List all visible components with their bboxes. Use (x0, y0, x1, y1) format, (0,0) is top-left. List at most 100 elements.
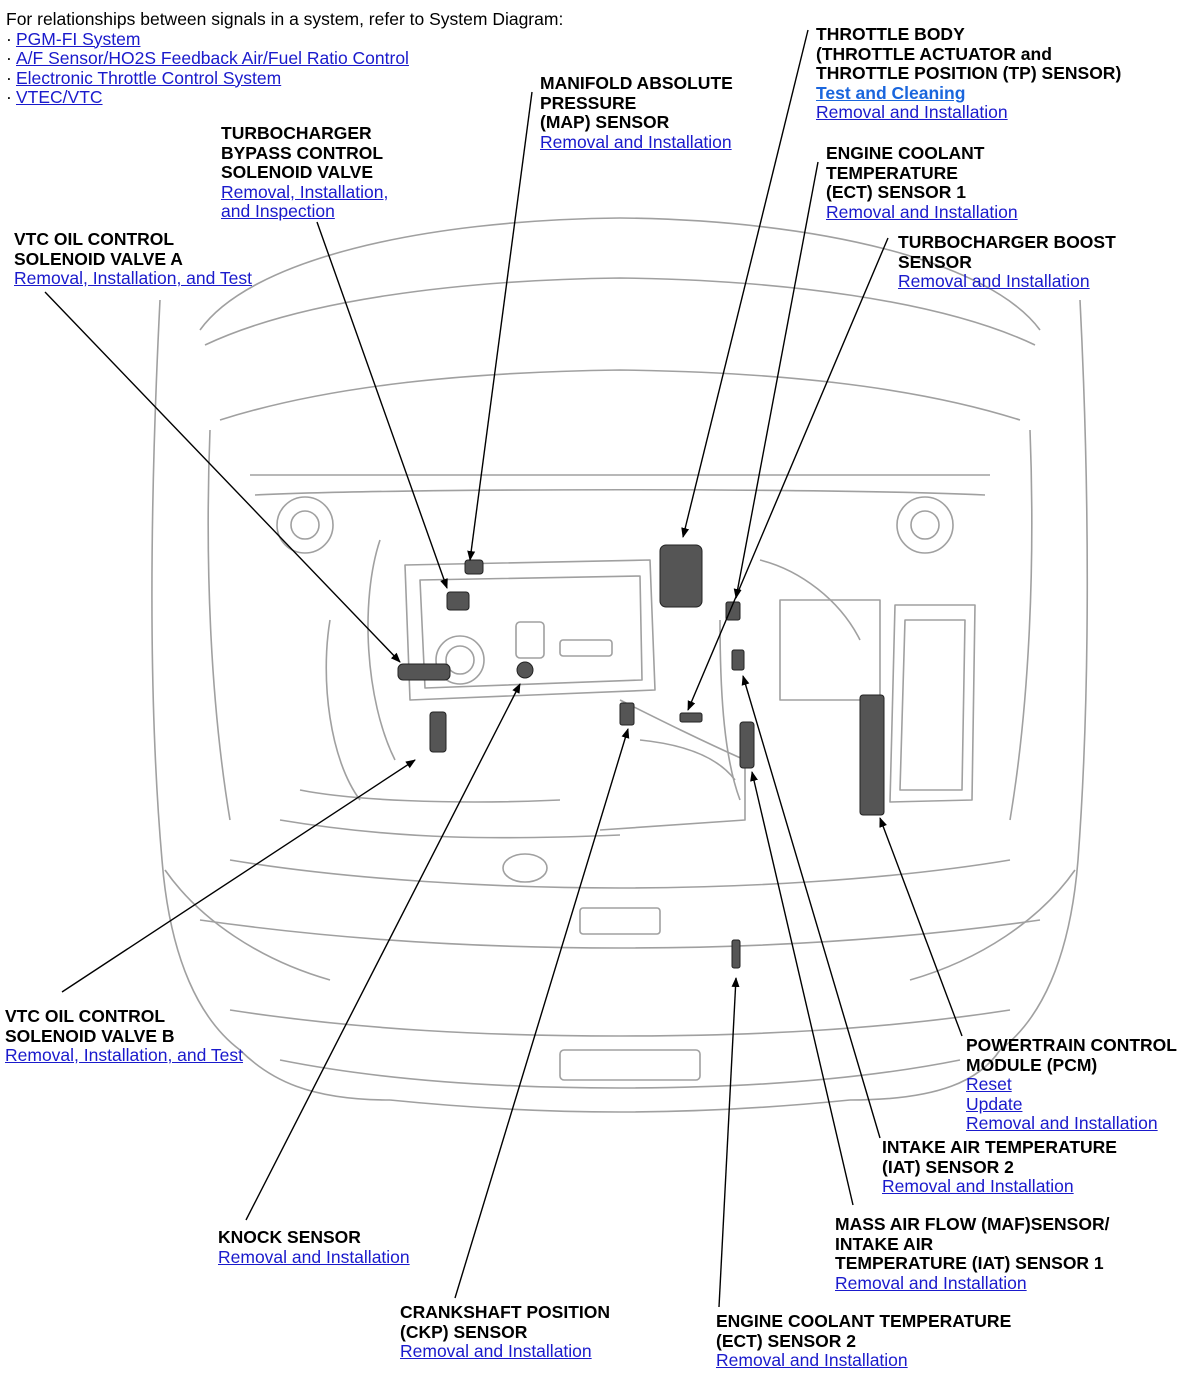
label-ect-sensor-2: ENGINE COOLANT TEMPERATURE (ECT) SENSOR … (716, 1311, 1012, 1371)
leader-vtc-b (61, 759, 416, 993)
label-title: MASS AIR FLOW (MAF)SENSOR/ (835, 1214, 1110, 1234)
label-title: TEMPERATURE (IAT) SENSOR 1 (835, 1253, 1104, 1273)
label-title: TEMPERATURE (826, 162, 958, 183)
ect2-removal-link[interactable]: Removal and Installation (716, 1350, 908, 1370)
ect1-part (725, 601, 741, 621)
label-maf-sensor: MASS AIR FLOW (MAF)SENSOR/ INTAKE AIR TE… (835, 1214, 1110, 1293)
boost-removal-link[interactable]: Removal and Installation (898, 271, 1090, 291)
label-ckp-sensor: CRANKSHAFT POSITION (CKP) SENSOR Removal… (400, 1302, 610, 1362)
leader-bypass (316, 221, 448, 589)
leader-ckp (454, 728, 630, 1299)
knock-sensor-part (516, 661, 534, 679)
label-title: SOLENOID VALVE (221, 162, 374, 182)
label-boost-sensor: TURBOCHARGER BOOST SENSOR Removal and In… (898, 232, 1116, 292)
label-title: SOLENOID VALVE A (14, 248, 183, 269)
label-throttle-body: THROTTLE BODY (THROTTLE ACTUATOR and THR… (816, 24, 1121, 123)
label-title: INTAKE AIR TEMPERATURE (882, 1137, 1117, 1157)
map-removal-link[interactable]: Removal and Installation (540, 131, 732, 152)
leader-map (467, 91, 533, 561)
label-title: TURBOCHARGER BOOST (898, 232, 1116, 252)
bypass-inspection-link[interactable]: and Inspection (221, 201, 335, 221)
bullet: · (6, 87, 12, 107)
label-title: PRESSURE (540, 92, 637, 113)
label-title: (THROTTLE ACTUATOR and (816, 43, 1052, 64)
label-title: ENGINE COOLANT (826, 143, 985, 163)
ckp-part (619, 702, 635, 726)
leader-boost (687, 237, 889, 711)
label-title: TURBOCHARGER (221, 123, 372, 143)
label-title: CRANKSHAFT POSITION (400, 1302, 610, 1322)
link-electronic-throttle[interactable]: Electronic Throttle Control System (16, 67, 282, 88)
leader-knock (245, 683, 521, 1221)
throttle-body-part (659, 544, 703, 608)
label-vtc-valve-a: VTC OIL CONTROL SOLENOID VALVE A Removal… (14, 229, 253, 289)
intro-item-af-sensor: ·A/F Sensor/HO2S Feedback Air/Fuel Ratio… (6, 48, 563, 69)
vtc-a-part (397, 663, 451, 681)
link-pgm-fi-system[interactable]: PGM-FI System (16, 28, 141, 49)
label-title: (IAT) SENSOR 2 (882, 1156, 1014, 1177)
intro-item-vtec: ·VTEC/VTC (6, 87, 563, 108)
pcm-update-link[interactable]: Update (966, 1093, 1023, 1114)
label-title: (ECT) SENSOR 2 (716, 1330, 857, 1351)
intro-text: For relationships between signals in a s… (6, 9, 564, 29)
boost-sensor-part (731, 649, 745, 671)
ect2-part (731, 939, 741, 969)
label-title: MANIFOLD ABSOLUTE (540, 73, 733, 93)
bullet: · (6, 28, 12, 49)
knock-removal-link[interactable]: Removal and Installation (218, 1246, 410, 1267)
label-title: VTC OIL CONTROL (14, 229, 175, 249)
leader-throttle (681, 29, 809, 538)
label-title: THROTTLE BODY (816, 24, 965, 44)
label-title: (CKP) SENSOR (400, 1321, 528, 1342)
label-map-sensor: MANIFOLD ABSOLUTE PRESSURE (MAP) SENSOR … (540, 73, 733, 152)
components (397, 544, 885, 969)
label-bypass-valve: TURBOCHARGER BYPASS CONTROL SOLENOID VAL… (221, 123, 389, 222)
label-title: BYPASS CONTROL (221, 142, 384, 163)
label-knock-sensor: KNOCK SENSOR Removal and Installation (218, 1227, 410, 1267)
label-ect-sensor-1: ENGINE COOLANT TEMPERATURE (ECT) SENSOR … (826, 143, 1018, 222)
vtc-b-removal-link[interactable]: Removal, Installation, and Test (5, 1045, 244, 1065)
throttle-removal-link[interactable]: Removal and Installation (816, 102, 1008, 122)
leader-iat2 (741, 675, 881, 1139)
label-title: KNOCK SENSOR (218, 1227, 361, 1247)
iat2-part (679, 712, 703, 723)
intro-item-etcs: ·Electronic Throttle Control System (6, 67, 563, 89)
leader-maf (750, 771, 854, 1206)
label-vtc-valve-b: VTC OIL CONTROL SOLENOID VALVE B Removal… (5, 1006, 244, 1066)
throttle-test-cleaning-link[interactable]: Test and Cleaning (816, 82, 966, 103)
link-vtec-vtc[interactable]: VTEC/VTC (16, 87, 103, 107)
leader-ect2 (718, 977, 740, 1308)
pcm-removal-link[interactable]: Removal and Installation (966, 1113, 1158, 1133)
label-title: POWERTRAIN CONTROL (966, 1035, 1177, 1055)
map-sensor-part (464, 559, 484, 575)
intro-item-pgm-fi: ·PGM-FI System (6, 28, 563, 50)
maf-part (739, 721, 755, 769)
bypass-removal-link[interactable]: Removal, Installation, (221, 181, 389, 202)
bullet: · (6, 67, 12, 88)
label-title: (ECT) SENSOR 1 (826, 182, 967, 202)
bypass-valve-part (446, 591, 470, 611)
label-title: MODULE (PCM) (966, 1054, 1098, 1075)
leader-vtc-a (44, 291, 401, 663)
label-title: VTC OIL CONTROL (5, 1006, 166, 1026)
label-title: (MAP) SENSOR (540, 112, 670, 132)
maf-removal-link[interactable]: Removal and Installation (835, 1272, 1027, 1293)
label-iat-sensor-2: INTAKE AIR TEMPERATURE (IAT) SENSOR 2 Re… (882, 1137, 1117, 1197)
bullet: · (6, 48, 12, 68)
leader-ect1 (733, 161, 819, 599)
label-title: ENGINE COOLANT TEMPERATURE (716, 1311, 1012, 1331)
vtc-a-removal-link[interactable]: Removal, Installation, and Test (14, 268, 253, 288)
pcm-reset-link[interactable]: Reset (966, 1074, 1012, 1094)
label-title: SOLENOID VALVE B (5, 1025, 175, 1046)
leader-pcm (879, 817, 963, 1037)
vehicle-outline (151, 217, 1089, 1113)
leader-lines (44, 29, 963, 1308)
label-title: SENSOR (898, 251, 972, 272)
link-af-sensor-feedback[interactable]: A/F Sensor/HO2S Feedback Air/Fuel Ratio … (16, 48, 409, 68)
ect1-removal-link[interactable]: Removal and Installation (826, 201, 1018, 222)
iat2-removal-link[interactable]: Removal and Installation (882, 1176, 1074, 1196)
ckp-removal-link[interactable]: Removal and Installation (400, 1341, 592, 1361)
label-title: INTAKE AIR (835, 1233, 934, 1254)
pcm-part (859, 694, 885, 816)
